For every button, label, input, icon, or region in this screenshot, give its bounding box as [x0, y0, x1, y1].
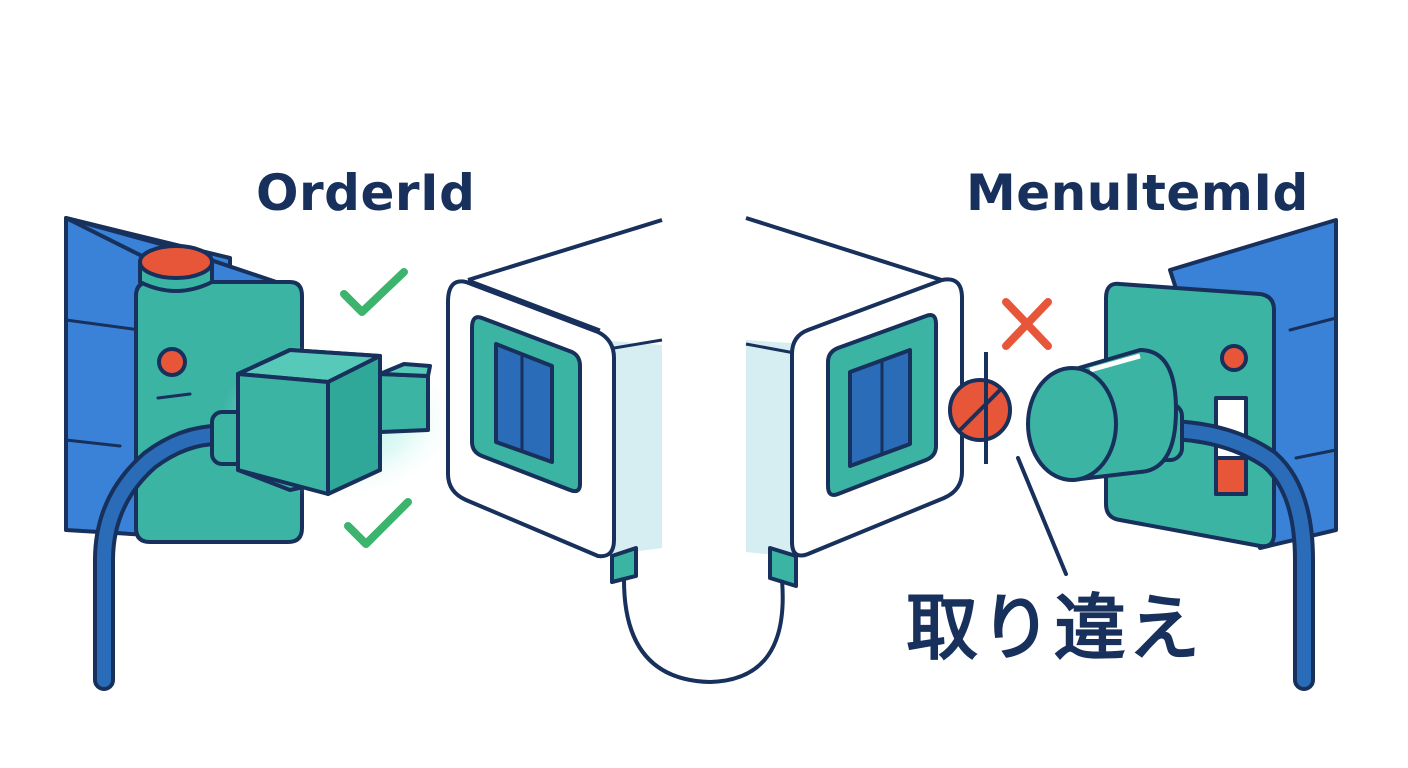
right-socket [745, 216, 964, 588]
cross-icon [1002, 298, 1052, 350]
callout-line [1016, 456, 1068, 576]
status-led [1220, 344, 1248, 372]
status-led [157, 347, 187, 377]
bridge-cable [622, 579, 785, 685]
left-plug [210, 348, 432, 496]
left-socket [446, 218, 663, 584]
right-cord [1163, 423, 1311, 687]
check-icon [340, 268, 408, 316]
left-device [64, 216, 304, 544]
check-icon [344, 498, 412, 548]
mix-up-label: 取り違え [906, 586, 1203, 670]
power-cap [138, 244, 214, 293]
right-type-label: MenuItemId [966, 164, 1309, 222]
right-device [1104, 218, 1338, 550]
left-cord [97, 428, 239, 687]
prohibited-icon [948, 352, 1012, 464]
right-plug [1026, 348, 1184, 482]
left-type-label: OrderId [256, 164, 476, 222]
